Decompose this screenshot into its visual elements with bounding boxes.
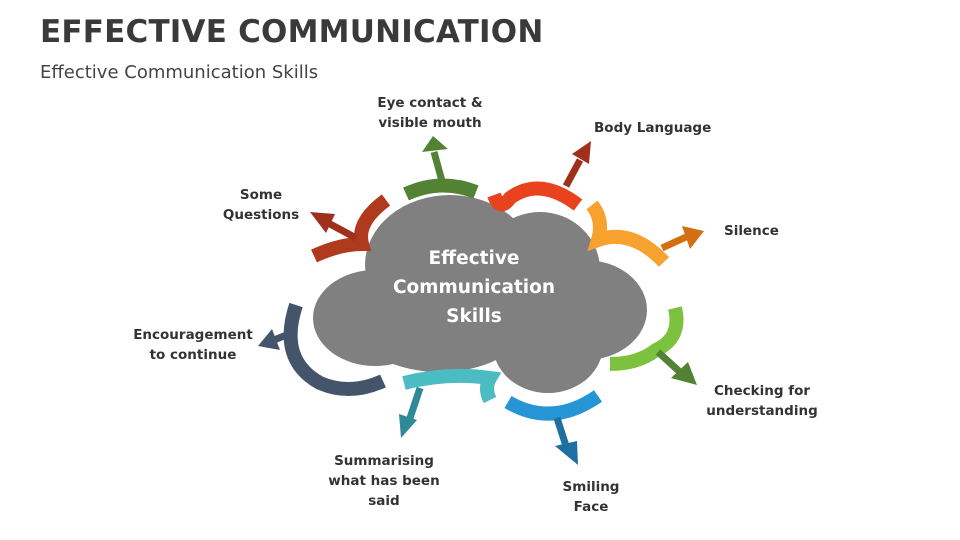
- arc-checking: [609, 306, 684, 371]
- up-right-arrow-icon: [562, 141, 591, 188]
- left-arrow-icon: [258, 328, 296, 350]
- slide-subtitle: Effective Communication Skills: [40, 62, 319, 83]
- up-arrow-icon: [422, 136, 448, 182]
- up-left-arrow-icon: [310, 212, 358, 242]
- arc-summarising: [402, 368, 502, 404]
- center-label-line-2: Communication: [393, 277, 555, 298]
- label-silence: Silence: [724, 223, 779, 239]
- arc-smiling: [504, 390, 602, 421]
- arc-silence: [586, 200, 670, 267]
- down-left-arrow-icon: [399, 386, 424, 438]
- label-body-language: Body Language: [594, 120, 712, 136]
- center-label-line-3: Skills: [446, 306, 502, 327]
- label-eye-contact: Eye contact &visible mouth: [377, 95, 483, 131]
- arc-eye-contact: [403, 178, 479, 201]
- arc-body-language: [487, 181, 583, 212]
- down-arrow-icon: [553, 416, 578, 465]
- slide-title: EFFECTIVE COMMUNICATION: [40, 14, 544, 50]
- right-arrow-icon: [660, 226, 704, 252]
- down-right-arrow-icon: [655, 349, 697, 385]
- center-cloud: Effective Communication Skills: [313, 195, 647, 393]
- arc-questions: [311, 194, 391, 263]
- center-label-line-1: Effective: [429, 248, 520, 269]
